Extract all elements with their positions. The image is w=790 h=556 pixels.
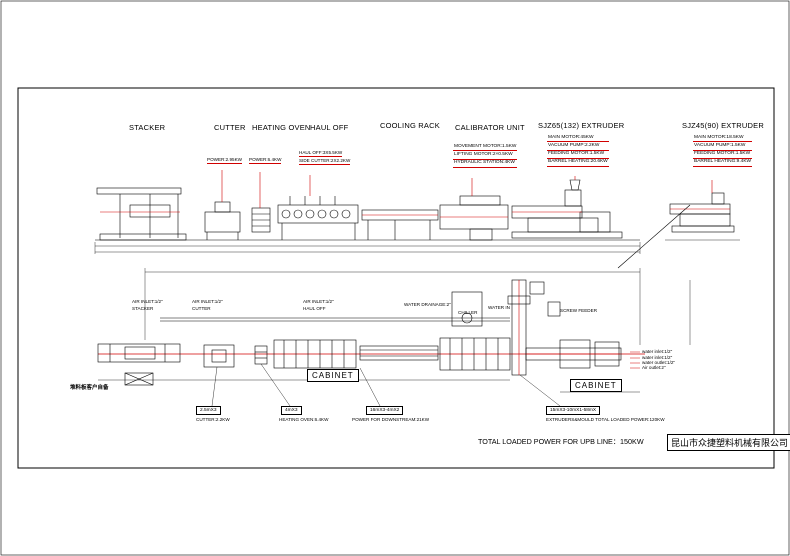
calibrator-spec: LIFTING MOTOR:2×0.5KW <box>453 151 518 160</box>
cabinet-1: CABINET <box>307 369 359 382</box>
water-inlet-2: water inlet:1/2" <box>642 355 673 360</box>
section-haul-off: HAUL OFF <box>310 123 349 132</box>
water-outlet: water outlet:1/2" <box>642 360 676 365</box>
cutter-elevation <box>204 170 241 240</box>
extruder-45-spec: BARREL HEATING:9.4KW <box>693 159 753 168</box>
downstream-power-total: POWER FOR DOWNSTREAM:21KW <box>352 417 430 422</box>
extruder-45-spec: FEEDING MOTOR:1.5KW <box>693 151 753 159</box>
extruder-65-spec-list: MAIN MOTOR:45KW VACUUM PUMP:2.2KW FEEDIN… <box>547 134 609 168</box>
air-inlet-haul-off-label: AIR INLET:1/2" <box>303 299 334 304</box>
air-inlet-cutter-target: CUTTER <box>192 306 211 311</box>
calibrator-elevation <box>439 178 509 241</box>
extruder-45-spec-list: MAIN MOTOR:18.5KW VACUUM PUMP:1.5KW FEED… <box>693 134 753 168</box>
oven-elevation <box>251 172 271 233</box>
extruder-65-spec: FEEDING MOTOR:1.5KW <box>547 151 609 159</box>
air-inlet-cutter-label: AIR INLET:1/2" <box>192 299 223 304</box>
extruder-45-elevation <box>617 180 735 269</box>
calibrator-spec: MOVEMENT MOTOR:1.5KW <box>453 143 518 152</box>
section-cutter: CUTTER <box>214 123 246 132</box>
oven-dimension-box: 4mX3 <box>281 406 302 415</box>
screw-feeder-label: SCREW FEEDER <box>560 308 598 313</box>
cutter-power-total: CUTTER:2.2KW <box>196 417 230 422</box>
section-calibrator-unit: CALIBRATOR UNIT <box>455 123 525 132</box>
stacker-elevation <box>96 187 187 241</box>
section-extruder-45: SJZ45(90) EXTRUDER <box>682 121 764 130</box>
cooling-rack-plan <box>359 345 439 361</box>
extruder-45-spec: VACUUM PUMP:1.5KW <box>693 142 753 151</box>
cutter-dimension-box: 2.5mX3 <box>196 406 221 415</box>
water-inlet-label: WATER IN <box>488 305 510 310</box>
cutter-plan <box>203 344 235 368</box>
cooling-rack-elevation <box>361 209 439 240</box>
main-extruder-plan <box>525 339 622 369</box>
haul-off-elevation <box>277 175 359 240</box>
co-extruder-plan <box>507 279 545 376</box>
extruder-65-spec: VACUUM PUMP:2.2KW <box>547 142 609 151</box>
calibrator-plan <box>439 337 511 371</box>
elevation-view <box>94 170 740 269</box>
section-heating-oven: HEATING OVEN <box>252 123 311 132</box>
section-extruder-65: SJZ65(132) EXTRUDER <box>538 121 625 130</box>
stacker-plan <box>97 343 181 363</box>
section-cooling-rack: COOLING RACK <box>380 121 440 130</box>
company-stamp: 昆山市众捷塑料机械有限公司 <box>667 434 790 451</box>
chiller-label: CHILLER <box>458 310 478 315</box>
cutter-power-note: POWER:2.95KW <box>207 157 242 164</box>
extruder-65-spec: MAIN MOTOR:45KW <box>547 134 609 143</box>
oven-power-note: POWER:6.4KW <box>249 157 282 164</box>
water-inlet-1: water inlet:1/2" <box>642 349 673 354</box>
air-outlet: Air outlet:2" <box>642 365 666 370</box>
air-inlet-haul-off-target: HAUL OFF <box>303 306 326 311</box>
extruder-65-spec: BARREL HEATING:20.6KW <box>547 159 609 168</box>
extruder-dimension-box: 15mX3-10mX1-58mX <box>546 406 601 415</box>
extruder-power-total: EXTRUDERS&MOULD TOTAL LOADED POWER:120KW <box>546 417 665 422</box>
downstream-dimension-box: 16mX3-4mX2 <box>366 406 404 415</box>
air-inlet-stacker-target: STACKER <box>132 306 154 311</box>
air-inlet-stacker-label: AIR INLET:1/2" <box>132 299 163 304</box>
section-stacker: STACKER <box>129 123 166 132</box>
total-power-note: TOTAL LOADED POWER FOR UPB LINE：150KW <box>478 437 644 446</box>
cabinet-2: CABINET <box>570 379 622 392</box>
calibrator-spec-list: MOVEMENT MOTOR:1.5KW LIFTING MOTOR:2×0.5… <box>453 143 518 168</box>
chiller-plan <box>451 291 483 327</box>
haul-off-plan <box>273 339 357 369</box>
calibrator-spec: HYDRAULIC STATION:4KW <box>453 160 518 168</box>
water-drainage-label: WATER DRAINAGE:2" <box>404 302 451 307</box>
side-cutter-power-note: SIDE CUTTER:2X2.2KW <box>299 158 351 165</box>
extruder-65-elevation <box>511 176 623 239</box>
customer-equipment-note: 堆料板客户自备 <box>70 385 109 391</box>
oven-power-total: HEATING OVEN:6.4KW <box>279 417 329 422</box>
plan-view <box>97 268 691 407</box>
haul-off-power-note: HAUL OFF:3X5.5KW <box>299 150 343 157</box>
extruder-45-spec: MAIN MOTOR:18.5KW <box>693 134 753 143</box>
oven-plan <box>254 345 268 365</box>
drawing-frame <box>17 87 775 469</box>
